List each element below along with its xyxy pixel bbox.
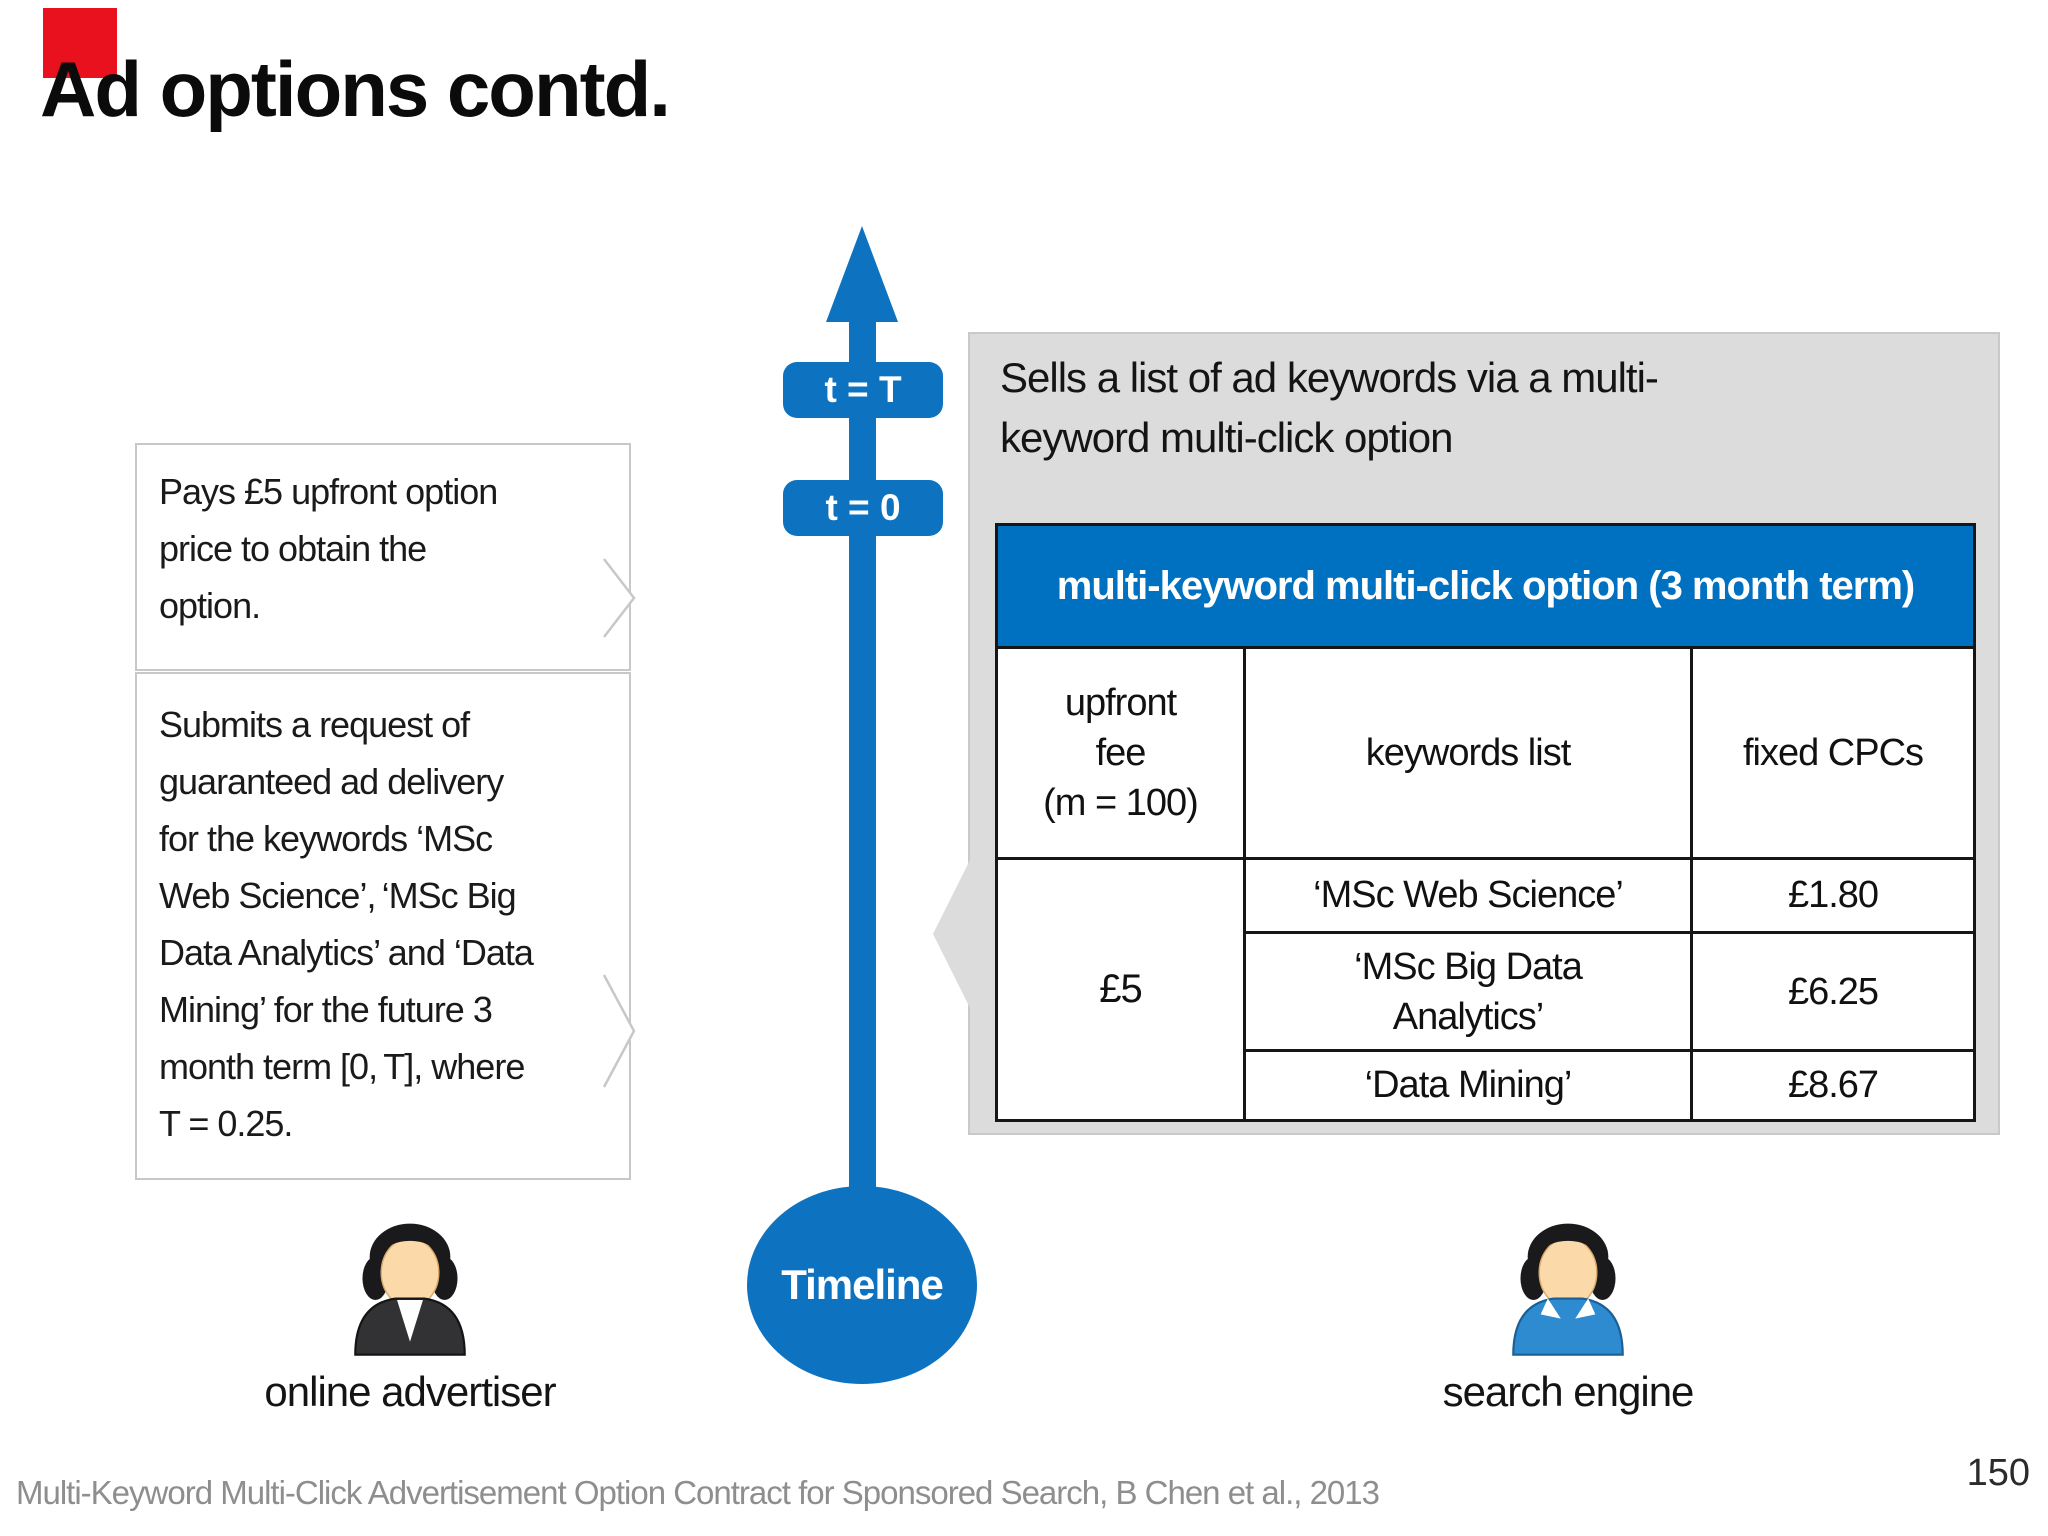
column-header-keywords-list: keywords list bbox=[1243, 646, 1693, 860]
cell-upfront-fee: £5 bbox=[995, 857, 1246, 1122]
search-engine-person-icon bbox=[1512, 1223, 1624, 1356]
cell-cpc: £6.25 bbox=[1690, 931, 1976, 1052]
callout-box-tail-icon bbox=[933, 858, 971, 1010]
search-engine-label: search engine bbox=[1442, 1368, 1695, 1415]
footer-citation: Multi-Keyword Multi-Click Advertisement … bbox=[16, 1474, 1380, 1511]
column-header-fixed-cpcs: fixed CPCs bbox=[1690, 646, 1976, 860]
speech-bubble-pays-upfront: Pays £5 upfront option price to obtain t… bbox=[135, 443, 631, 671]
callout-text: Sells a list of ad keywords via a multi-… bbox=[1000, 354, 1659, 461]
speech-bubble-tail-icon bbox=[603, 558, 636, 638]
cell-keyword: ‘Data Mining’ bbox=[1243, 1049, 1693, 1122]
cell-cpc: £8.67 bbox=[1690, 1049, 1976, 1122]
table-title: multi-keyword multi-click option (3 mont… bbox=[995, 523, 1976, 649]
timeline-label: Timeline bbox=[781, 1261, 944, 1308]
red-square-logo bbox=[43, 8, 117, 78]
time-badge-t-equals-0-label: t = 0 bbox=[825, 487, 901, 528]
table-header-row: upfront fee (m = 100) keywords list fixe… bbox=[995, 646, 1976, 860]
option-contract-table: multi-keyword multi-click option (3 mont… bbox=[995, 523, 1976, 1122]
speech-bubble-submits-request: Submits a request of guaranteed ad deliv… bbox=[135, 672, 631, 1180]
advertiser-label: online advertiser bbox=[264, 1368, 556, 1415]
cell-keyword: ‘MSc Web Science’ bbox=[1243, 857, 1693, 934]
page-title: Ad options contd. bbox=[40, 45, 671, 133]
table-row: ‘Data Mining’ £8.67 bbox=[997, 1049, 1976, 1122]
column-header-upfront-fee: upfront fee (m = 100) bbox=[995, 646, 1246, 860]
table-row: £5 ‘MSc Web Science’ £1.80 bbox=[995, 857, 1976, 1122]
advertiser-person-icon bbox=[354, 1223, 466, 1356]
table-title-row: multi-keyword multi-click option (3 mont… bbox=[995, 523, 1976, 649]
time-badge-t-equals-0: t = 0 bbox=[783, 480, 943, 536]
speech-bubble-tail-icon bbox=[602, 974, 636, 1088]
timeline-axis bbox=[849, 318, 876, 1286]
time-badge-t-equals-T-label: t = T bbox=[824, 369, 902, 410]
table-row: ‘MSc Big Data Analytics’ £6.25 bbox=[997, 931, 1976, 1052]
timeline-arrowhead-icon bbox=[826, 226, 898, 322]
cell-keyword: ‘MSc Big Data Analytics’ bbox=[1243, 931, 1693, 1052]
timeline-label-circle: Timeline bbox=[747, 1186, 977, 1384]
page-number: 150 bbox=[1966, 1452, 2030, 1494]
time-badge-t-equals-T: t = T bbox=[783, 362, 943, 418]
cell-cpc: £1.80 bbox=[1690, 857, 1976, 934]
